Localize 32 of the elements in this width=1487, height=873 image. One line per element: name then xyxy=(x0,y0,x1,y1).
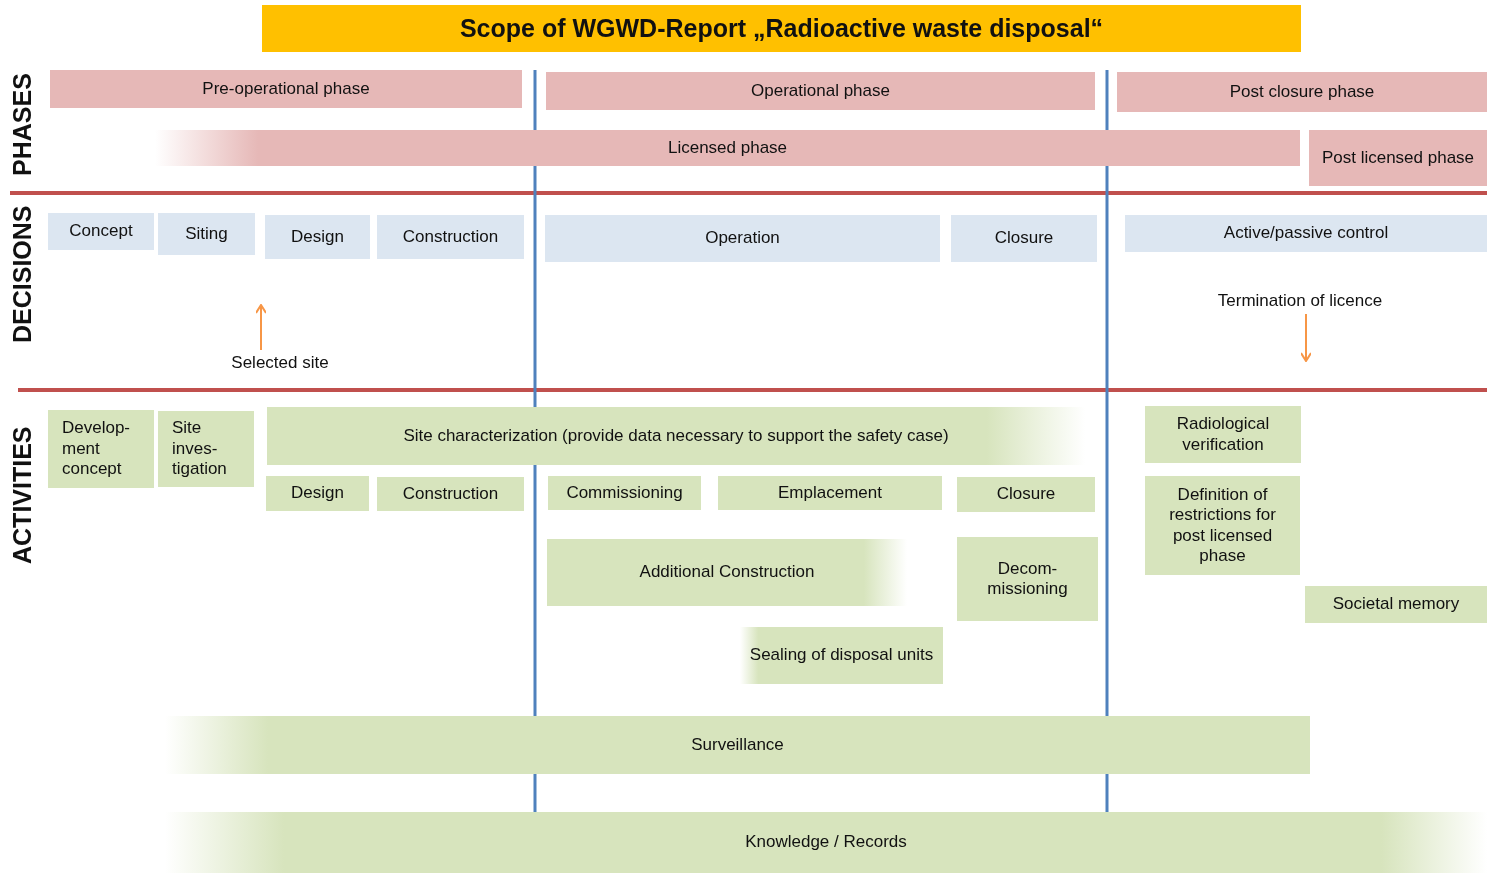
phase-bar: Post licensed phase xyxy=(1309,130,1487,186)
decision-label: Selected site xyxy=(205,350,355,376)
decision-label: Termination of licence xyxy=(1190,288,1410,314)
phase-bar: Post closure phase xyxy=(1117,72,1487,112)
decision-box: Construction xyxy=(377,215,524,259)
decision-box: Design xyxy=(265,215,370,259)
phase-bar: Pre-operational phase xyxy=(50,70,522,108)
decision-box: Operation xyxy=(545,215,940,262)
section-label: DECISIONS xyxy=(8,204,37,345)
section-label: ACTIVITIES xyxy=(8,425,37,566)
activity-box: Additional Construction xyxy=(547,539,907,606)
phase-bar: Operational phase xyxy=(546,72,1095,110)
decision-box: Closure xyxy=(951,215,1097,262)
decision-box: Active/passive control xyxy=(1125,215,1487,252)
activity-box: Closure xyxy=(957,477,1095,512)
activity-box: Societal memory xyxy=(1305,586,1487,623)
activity-box: Commissioning xyxy=(548,476,701,510)
activity-box: Emplacement xyxy=(718,476,942,510)
activity-box: Decom- missioning xyxy=(957,537,1098,621)
activity-box: Radiological verification xyxy=(1145,406,1301,463)
activity-box: Sealing of disposal units xyxy=(740,627,943,684)
activity-box: Design xyxy=(266,476,369,511)
arrow xyxy=(255,304,267,351)
arrow xyxy=(1300,313,1312,362)
activity-box: Develop- ment concept xyxy=(48,410,154,488)
activity-box: Site inves- tigation xyxy=(158,411,254,487)
section-label: PHASES xyxy=(8,72,37,179)
title-banner: Scope of WGWD-Report „Radioactive waste disposal“ xyxy=(262,5,1301,52)
activity-box: Definition of restrictions for post licensed phase xyxy=(1145,476,1300,575)
decision-box: Siting xyxy=(158,213,255,255)
activity-box: Construction xyxy=(377,477,524,511)
decision-box: Concept xyxy=(48,213,154,250)
